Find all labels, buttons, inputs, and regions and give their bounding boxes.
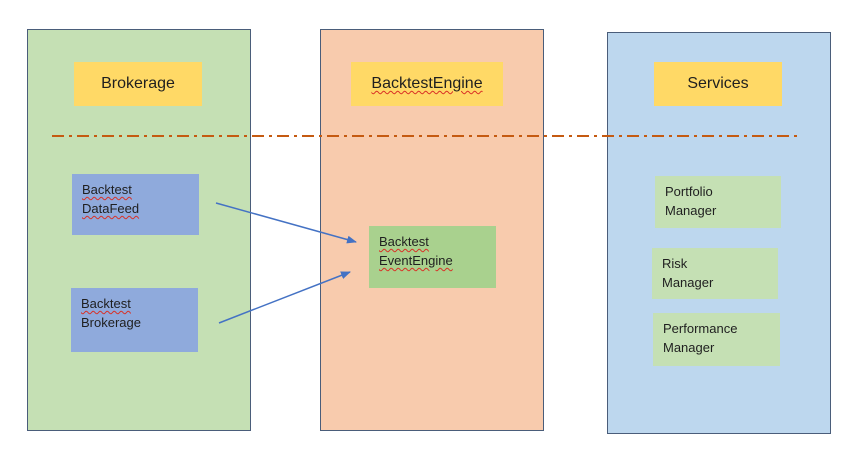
node-label-line2: Manager <box>665 203 717 218</box>
node-label-line2: Manager <box>663 340 715 355</box>
arrow-datafeed-to-eventengine <box>215 202 357 244</box>
node-label-line1: Backtest <box>81 296 131 311</box>
arrow-brokerage-to-eventengine <box>218 271 351 324</box>
brokerage-title: Brokerage <box>74 62 202 106</box>
backtest-eventengine-node: Backtest EventEngine <box>369 226 496 288</box>
brokerage-title-label: Brokerage <box>101 75 175 92</box>
node-label-line2: Brokerage <box>81 315 141 330</box>
node-label-line1: Backtest <box>82 182 132 197</box>
services-title-label: Services <box>687 75 749 92</box>
services-title: Services <box>654 62 782 106</box>
node-label-line1: Portfolio <box>665 184 713 199</box>
risk-manager-node: Risk Manager <box>652 248 778 299</box>
backtest-datafeed-node: Backtest DataFeed <box>72 174 199 235</box>
node-label-line1: Risk <box>662 256 688 271</box>
node-label-line2: EventEngine <box>379 253 453 268</box>
backtest-brokerage-node: Backtest Brokerage <box>71 288 198 352</box>
node-label-line2: DataFeed <box>82 201 140 216</box>
backtest-engine-title-label: BacktestEngine <box>371 75 483 92</box>
performance-manager-node: Performance Manager <box>653 313 780 366</box>
node-label-line1: Backtest <box>379 234 429 249</box>
node-label-line1: Performance <box>663 321 738 336</box>
portfolio-manager-node: Portfolio Manager <box>655 176 781 228</box>
backtest-engine-title: BacktestEngine <box>351 62 503 106</box>
node-label-line2: Manager <box>662 275 714 290</box>
